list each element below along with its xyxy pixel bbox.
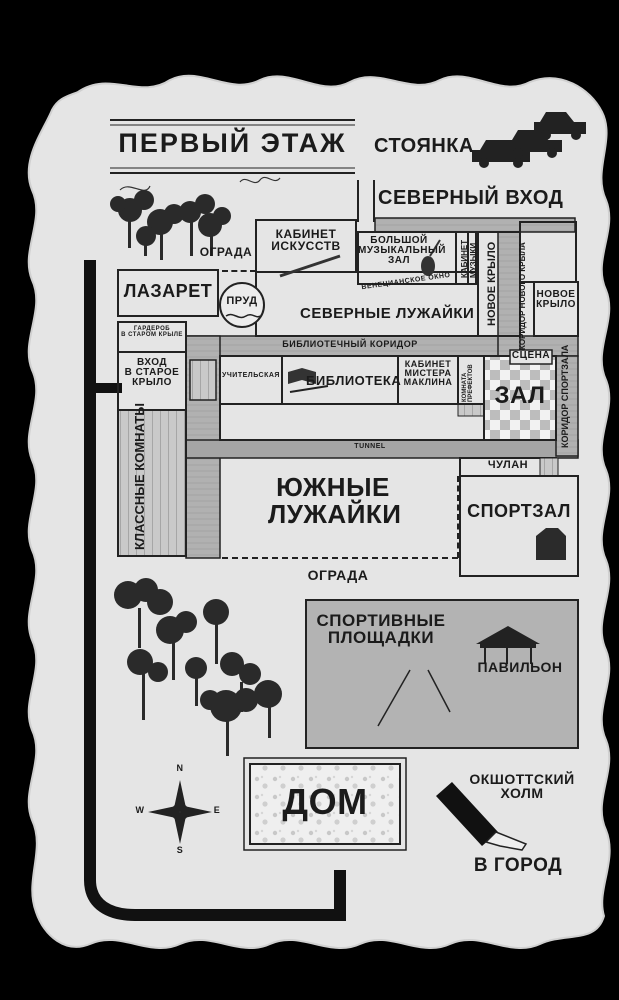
compass-south: S — [176, 845, 184, 855]
pointing-hand-icon — [436, 782, 498, 846]
label-south-lawns: ЮЖНЫЕ ЛУЖАЙКИ — [268, 472, 402, 529]
label-fence-bottom: ОГРАДА — [307, 567, 369, 583]
label-library: БИБЛИОТЕКА — [306, 373, 402, 388]
label-sports-corridor: КОРИДОР СПОРТЗАЛА — [560, 344, 570, 448]
label-house: ДОМ — [282, 781, 368, 822]
label-to-town: В ГОРОД — [473, 855, 563, 876]
road — [84, 260, 346, 921]
label-prefects-room: КОМНАТА ПРЕФЕКТОВ — [462, 364, 474, 402]
label-hill: ОКШОТТСКИЙ ХОЛМ — [469, 771, 575, 802]
compass-east: E — [213, 805, 221, 815]
label-stage: СЦЕНА — [511, 350, 551, 361]
compass-north: N — [176, 763, 184, 773]
label-infirmary: ЛАЗАРЕТ — [123, 281, 213, 301]
car-icon — [472, 112, 586, 168]
label-gym: СПОРТЗАЛ — [467, 501, 571, 521]
label-old-wing-entrance: ВХОД В СТАРОЕ КРЫЛО — [124, 357, 180, 389]
label-pavilion: ПАВИЛЬОН — [477, 659, 563, 675]
trees-south — [114, 578, 282, 756]
label-music-hall: БОЛЬШОЙ МУЗЫКАЛЬНЫЙ ЗАЛ — [358, 235, 446, 267]
label-hall: ЗАЛ — [494, 382, 546, 409]
label-parking: СТОЯНКА — [374, 135, 474, 157]
label-fence-top: ОГРАДА — [199, 245, 253, 259]
compass-rose-icon — [148, 780, 212, 844]
label-library-corridor: БИБЛИОТЕЧНЫЙ КОРИДОР — [282, 339, 418, 349]
label-north-entrance: СЕВЕРНЫЙ ВХОД — [378, 187, 564, 209]
fence-line-vertical — [457, 476, 459, 558]
compass-west: W — [135, 805, 145, 815]
label-wardrobe: ГАРДЕРОБ В СТАРОМ КРЫЛЕ — [121, 326, 183, 339]
label-pond: ПРУД — [226, 295, 258, 307]
map-title: ПЕРВЫЙ ЭТАЖ — [118, 128, 347, 158]
label-art-room: КАБИНЕТ ИСКУССТВ — [271, 227, 341, 254]
trees-north — [110, 190, 231, 260]
label-tunnel: TUNNEL — [354, 443, 386, 450]
label-teachers-room: УЧИТЕЛЬСКАЯ — [222, 372, 280, 379]
label-new-wing-corridor: КОРИДОР НОВОГО КРЫЛА — [518, 242, 527, 350]
fence-line-top — [222, 270, 256, 272]
label-closet: ЧУЛАН — [487, 459, 529, 471]
label-north-lawns: СЕВЕРНЫЕ ЛУЖАЙКИ — [300, 305, 475, 322]
label-classrooms: КЛАССНЫЕ КОМНАТЫ — [132, 403, 147, 550]
label-maclean-office: КАБИНЕТ МИСТЕРА МАКЛИНА — [403, 359, 453, 388]
fence-line-bottom — [222, 557, 458, 559]
label-new-wing-vertical: НОВОЕ КРЫЛО — [486, 241, 498, 326]
label-sports-fields: СПОРТИВНЫЕ ПЛОЩАДКИ — [316, 611, 446, 648]
label-new-wing: НОВОЕ КРЫЛО — [536, 289, 576, 311]
